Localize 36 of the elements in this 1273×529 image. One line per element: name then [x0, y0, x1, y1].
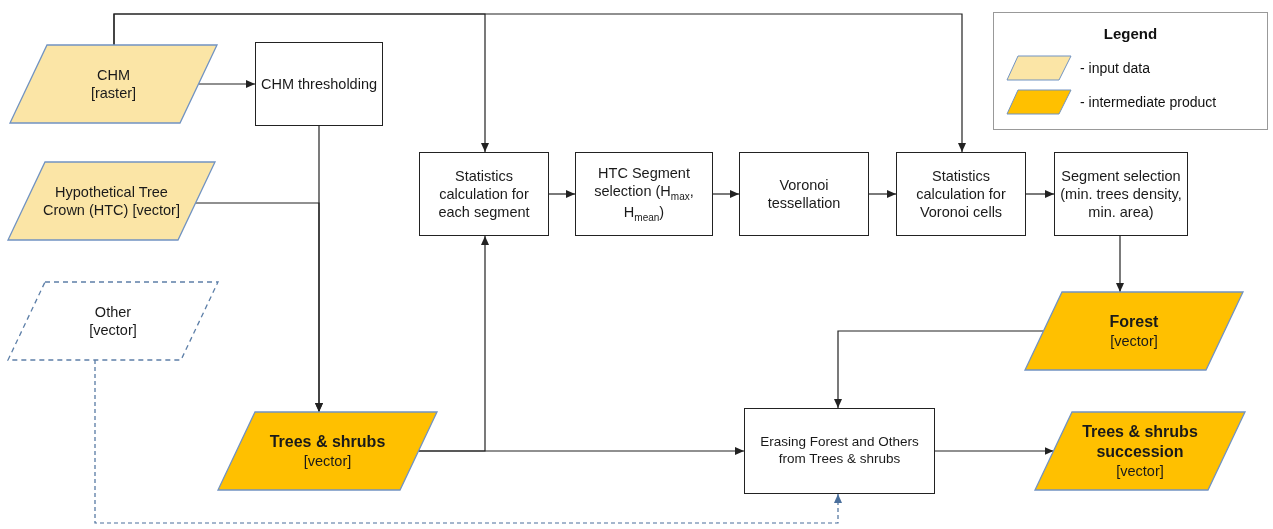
- process-box: [739, 152, 869, 236]
- node-text: Trees & shrubs succession: [1081, 421, 1199, 462]
- process-box: [575, 152, 713, 236]
- process-box: [419, 152, 549, 236]
- arrow: [417, 235, 489, 452]
- node-text: Other: [94, 302, 132, 321]
- node-text: [raster]: [90, 84, 137, 103]
- process-box: [744, 408, 935, 494]
- node-text: Trees & shrubs: [269, 431, 386, 452]
- node-text: Statistics calculation for Voronoi cells: [915, 166, 1007, 222]
- legend-title: Legend: [1103, 25, 1158, 42]
- legend-label: - intermediate product: [1080, 94, 1217, 110]
- node-text: [vector]: [1110, 331, 1158, 351]
- process-box: [896, 152, 1026, 236]
- node-text: CHM thresholding: [260, 74, 378, 94]
- process-box: [255, 42, 383, 126]
- node-text: [vector]: [1116, 461, 1164, 481]
- node-text: Forest: [1109, 311, 1159, 332]
- node-text: Hypothetical Tree Crown (HTC) [vector]: [42, 182, 181, 220]
- node-text: HTC Segment selection (H$_{max}$, H$_{mean}$): [593, 163, 695, 225]
- node-text: Voronoi tessellation: [766, 175, 842, 213]
- node-text: Segment selection (min. trees density, min. area): [1059, 166, 1183, 222]
- node-text: CHM: [97, 65, 130, 84]
- node-text: [vector]: [303, 451, 352, 471]
- node-text: Statistics calculation for each segment: [437, 166, 531, 222]
- process-box: [1054, 152, 1188, 236]
- legend-label: - input data: [1080, 60, 1151, 76]
- arrow: [712, 190, 740, 198]
- arrow: [113, 13, 966, 153]
- node-text: [vector]: [89, 321, 137, 340]
- arrow: [548, 190, 576, 198]
- arrow: [94, 359, 842, 524]
- node-text: Erasing Forest and Others from Trees & shrubs: [759, 434, 920, 468]
- arrow: [1025, 190, 1055, 198]
- arrow: [1116, 235, 1124, 293]
- arrow: [868, 190, 897, 198]
